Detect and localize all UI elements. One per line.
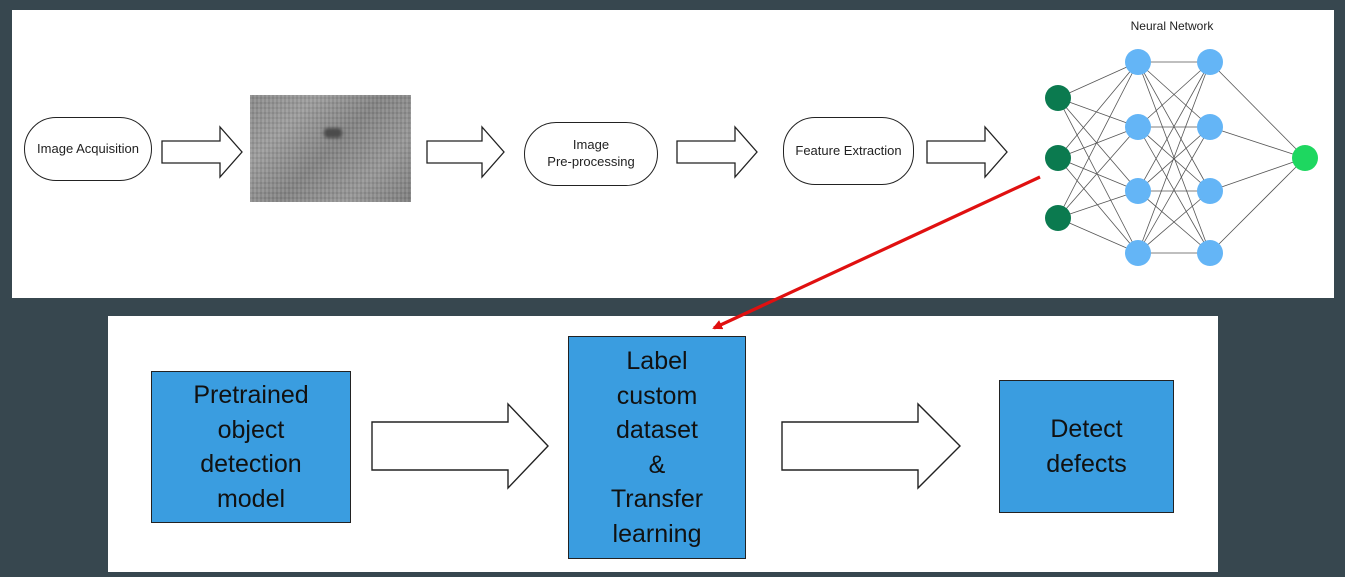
connector-arrow-icon xyxy=(712,175,1041,330)
network-edge xyxy=(1057,61,1139,159)
input-neuron xyxy=(1045,145,1071,171)
hidden2-neuron xyxy=(1197,240,1223,266)
label-transfer-learning-box: Label custom dataset & Transfer learning xyxy=(568,336,746,559)
network-edge xyxy=(1057,61,1139,99)
network-connections xyxy=(1057,61,1306,254)
network-edge xyxy=(1057,217,1139,254)
input-neuron xyxy=(1045,205,1071,231)
arrow-2-icon xyxy=(426,125,505,179)
arrow-3-icon xyxy=(676,125,758,179)
hidden1-neuron xyxy=(1125,114,1151,140)
network-edge xyxy=(1137,190,1211,254)
network-edge xyxy=(1057,190,1139,219)
classical-pipeline-panel: Image Acquisition Image Pre-processing F… xyxy=(12,10,1334,298)
network-edge xyxy=(1209,157,1306,192)
feature-extraction-node: Feature Extraction xyxy=(783,117,914,185)
bottom-arrows xyxy=(371,402,961,490)
network-edge xyxy=(1137,126,1211,254)
hidden2-neuron xyxy=(1197,178,1223,204)
defect-spot xyxy=(324,128,342,138)
input-neuron xyxy=(1045,85,1071,111)
network-edge xyxy=(1209,157,1306,254)
output-neuron xyxy=(1292,145,1318,171)
network-edge xyxy=(1057,157,1139,254)
network-edge xyxy=(1057,126,1139,219)
hidden1-neuron xyxy=(1125,240,1151,266)
neural-network-diagram xyxy=(1045,49,1318,266)
arrow-4-icon xyxy=(926,125,1008,179)
arrow-6-icon xyxy=(781,402,961,490)
network-edge xyxy=(1057,157,1139,192)
pretrained-model-box: Pretrained object detection model xyxy=(151,371,351,523)
neural-network-title: Neural Network xyxy=(1130,19,1214,33)
hidden2-neuron xyxy=(1197,114,1223,140)
network-edge xyxy=(1057,61,1139,219)
network-edge xyxy=(1057,97,1139,128)
hidden1-neuron xyxy=(1125,178,1151,204)
network-edge xyxy=(1209,126,1306,159)
transfer-learning-panel: Pretrained object detection model Label … xyxy=(108,316,1218,572)
network-edge xyxy=(1057,97,1139,192)
network-edge xyxy=(1057,97,1139,254)
arrow-5-icon xyxy=(371,402,549,490)
image-acquisition-node: Image Acquisition xyxy=(24,117,152,181)
network-edge xyxy=(1137,61,1211,192)
hidden1-neuron xyxy=(1125,49,1151,75)
network-edge xyxy=(1209,61,1306,159)
arrow-1-icon xyxy=(161,125,243,179)
network-edge xyxy=(1137,61,1211,254)
surface-sample-image xyxy=(250,95,411,202)
detect-defects-box: Detect defects xyxy=(999,380,1174,513)
network-edge xyxy=(1137,126,1211,192)
image-preprocessing-node: Image Pre-processing xyxy=(524,122,658,186)
hidden2-neuron xyxy=(1197,49,1223,75)
network-edge xyxy=(1057,126,1139,159)
network-edge xyxy=(1137,61,1211,128)
top-arrows xyxy=(161,125,1008,179)
